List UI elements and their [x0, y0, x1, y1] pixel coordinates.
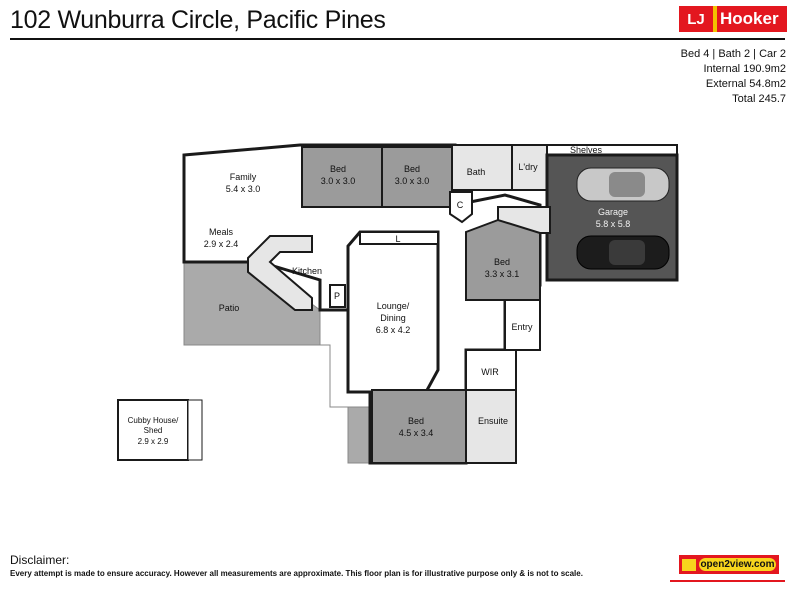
stat-external: External 54.8m2 [705, 78, 786, 90]
ensuite-label: Ensuite [478, 416, 508, 426]
laundry-label: L'dry [518, 162, 538, 172]
logo-name: Hooker [717, 6, 787, 32]
lj-hooker-logo: LJ Hooker [679, 6, 787, 32]
camera-icon [682, 558, 696, 571]
bed2-size: 3.0 x 3.0 [395, 176, 430, 186]
disclaimer: Disclaimer: Every attempt is made to ens… [10, 553, 660, 578]
laundry [511, 144, 548, 191]
bedroom-2 [381, 146, 453, 208]
open2view-badge: open2view.com [679, 555, 779, 574]
bed1-size: 3.0 x 3.0 [321, 176, 356, 186]
bath-label: Bath [467, 167, 486, 177]
logo-mark: LJ [679, 6, 717, 32]
garage-label: Garage [598, 207, 628, 217]
bedroom-1 [301, 146, 383, 208]
meals-label: Meals [209, 227, 234, 237]
pantry [329, 284, 346, 308]
page-title: 102 Wunburra Circle, Pacific Pines [10, 6, 386, 34]
car-silver-icon [576, 167, 670, 202]
bedroom-3 [465, 218, 541, 301]
open2view-label: open2view.com [699, 558, 776, 571]
lounge-label-2: Dining [380, 313, 406, 323]
kitchen-label: Kitchen [292, 266, 322, 276]
entry-label: Entry [511, 322, 533, 332]
closet-label: C [457, 200, 464, 210]
linen-label: L [395, 234, 400, 244]
stat-total: Total 245.7 [732, 93, 786, 105]
disclaimer-text: Every attempt is made to ensure accuracy… [10, 569, 583, 578]
bedroom-4 [371, 389, 467, 464]
lounge-size: 6.8 x 4.2 [376, 325, 411, 335]
stat-internal: Internal 190.9m2 [703, 63, 786, 75]
patio-label: Patio [219, 303, 240, 313]
bed1-label: Bed [330, 164, 346, 174]
title-divider [10, 38, 785, 40]
cubby-house [117, 399, 189, 461]
bed3-size: 3.3 x 3.1 [485, 269, 520, 279]
ensuite [465, 389, 517, 464]
bed4-size: 4.5 x 3.4 [399, 428, 434, 438]
pantry-label: P [334, 291, 340, 301]
car-black-icon [576, 235, 670, 270]
stat-bed-bath-car: Bed 4 | Bath 2 | Car 2 [680, 48, 786, 60]
linen-cupboard [359, 231, 439, 245]
disclaimer-title: Disclaimer: [10, 553, 70, 567]
property-stats: Bed 4 | Bath 2 | Car 2 Internal 190.9m2 … [681, 47, 786, 107]
cubby-label-2: Shed [144, 426, 163, 435]
bed3-label: Bed [494, 257, 510, 267]
lounge-dining [346, 230, 440, 394]
entry [504, 299, 541, 351]
bed2-label: Bed [404, 164, 420, 174]
bathroom [451, 144, 513, 191]
cubby-deck [187, 399, 203, 461]
bed4-label: Bed [408, 416, 424, 426]
cubby-size: 2.9 x 2.9 [138, 437, 169, 446]
garage-size: 5.8 x 5.8 [596, 219, 631, 229]
family-label: Family [230, 172, 257, 182]
cubby-label-1: Cubby House/ [128, 416, 179, 425]
shelves-label: Shelves [570, 145, 603, 155]
kitchen-bench [247, 235, 313, 311]
family-size: 5.4 x 3.0 [226, 184, 261, 194]
meals-size: 2.9 x 2.4 [204, 239, 239, 249]
wir-label: WIR [481, 367, 499, 377]
lounge-label-1: Lounge/ [377, 301, 410, 311]
closet [449, 191, 473, 224]
footer-divider [670, 580, 785, 582]
